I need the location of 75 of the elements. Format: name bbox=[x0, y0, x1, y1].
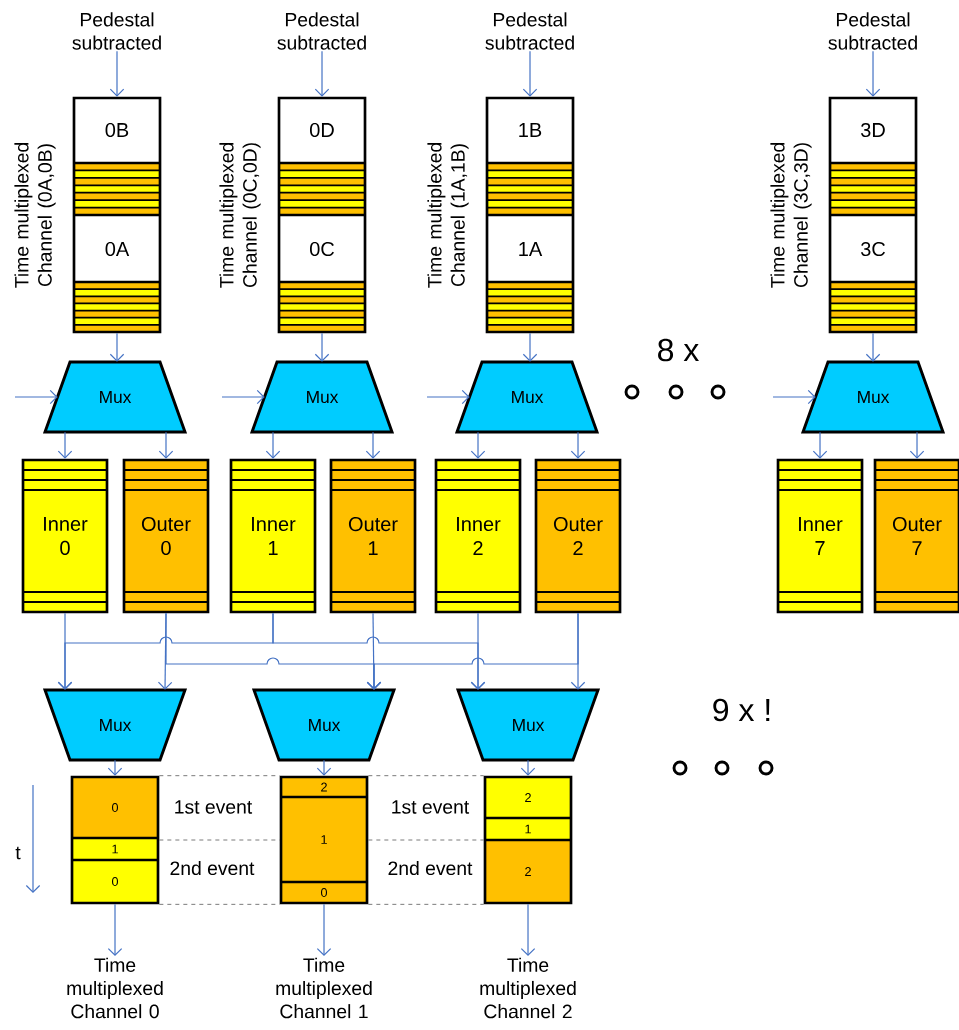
event-label: 2nd event bbox=[388, 860, 473, 876]
node-label: 3D bbox=[860, 122, 885, 138]
connector-line bbox=[158, 839, 281, 841]
arrow bbox=[570, 431, 586, 459]
arrow bbox=[109, 50, 125, 97]
buffer-box: 0B 0A bbox=[72, 96, 162, 334]
arrow bbox=[109, 332, 125, 362]
node-label: 0B bbox=[105, 122, 129, 138]
connector-line bbox=[367, 775, 485, 777]
channel-label: Time multiplexed Channel (3C,3D) bbox=[770, 143, 812, 288]
event-label: 2nd event bbox=[170, 860, 255, 876]
channel-label: Time multiplexed Channel (0A,0B) bbox=[14, 143, 56, 288]
arrow bbox=[316, 903, 332, 957]
buffer-box: 2 1 2 bbox=[483, 775, 573, 905]
arrow bbox=[865, 50, 881, 97]
channel-label: Time multiplexed Channel (0C,0D) bbox=[219, 143, 261, 288]
time-label: t bbox=[15, 846, 21, 860]
input-label: Pedestal subtracted bbox=[828, 12, 917, 50]
multiplier-label: 9 x ! bbox=[713, 698, 770, 722]
arrow bbox=[812, 431, 828, 459]
input-label: Pedestal subtracted bbox=[72, 12, 161, 50]
arrow bbox=[520, 903, 536, 957]
arrow bbox=[772, 389, 816, 405]
arrow bbox=[365, 431, 381, 459]
arrow bbox=[265, 431, 281, 459]
node-label: 1B bbox=[519, 123, 542, 137]
output-label: Time multiplexed Channel 2 bbox=[480, 957, 576, 1019]
node-label: 0C bbox=[310, 241, 335, 257]
connector-line bbox=[158, 903, 281, 905]
buffer-box: Outer 7 bbox=[873, 458, 959, 614]
output-label: Time multiplexed Channel 0 bbox=[67, 957, 163, 1019]
arrow bbox=[107, 759, 123, 776]
connector-line bbox=[367, 839, 485, 841]
arrow bbox=[426, 389, 470, 405]
arrow bbox=[570, 612, 586, 690]
output-label: Time multiplexed Channel 1 bbox=[276, 957, 372, 1019]
buffer-box: Outer 1 bbox=[329, 458, 417, 614]
arrow bbox=[909, 431, 925, 459]
arrow bbox=[522, 332, 538, 362]
channel-label: Time multiplexed Channel (1A,1B) bbox=[427, 143, 469, 288]
buffer-box: Outer 2 bbox=[534, 458, 622, 614]
buffer-box: Outer 0 bbox=[122, 458, 210, 614]
buffer-box: Inner 0 bbox=[21, 458, 109, 614]
node-label: 1A bbox=[519, 242, 543, 256]
input-label: Pedestal subtracted bbox=[277, 12, 366, 50]
connector-line bbox=[158, 775, 281, 777]
buffer-box: Inner 2 bbox=[434, 458, 522, 614]
buffer-box: 2 1 0 bbox=[279, 775, 369, 905]
node-label: 0D bbox=[310, 122, 334, 138]
input-label: Pedestal subtracted bbox=[485, 12, 574, 50]
arrow bbox=[314, 50, 330, 97]
arrow bbox=[14, 389, 58, 405]
arrow bbox=[470, 612, 486, 690]
buffer-box: 0D 0C bbox=[277, 96, 367, 334]
buffer-box: 0 1 0 bbox=[70, 775, 160, 905]
arrow bbox=[221, 389, 265, 405]
arrow bbox=[522, 50, 538, 97]
arrow bbox=[158, 431, 174, 459]
arrow bbox=[57, 431, 73, 459]
arrow bbox=[314, 332, 330, 362]
connector-line bbox=[367, 903, 485, 905]
arrow bbox=[107, 903, 123, 957]
buffer-box: 1B 1A bbox=[485, 96, 575, 334]
buffer-box: 3D 3C bbox=[828, 96, 918, 334]
node-label: 0A bbox=[105, 241, 130, 257]
event-label: 1st event bbox=[175, 800, 253, 814]
node-label: 3C bbox=[860, 241, 886, 257]
arrow bbox=[865, 332, 881, 362]
event-label: 1st event bbox=[392, 800, 470, 814]
arrow bbox=[520, 759, 536, 776]
buffer-box: Inner 1 bbox=[229, 458, 317, 614]
arrow bbox=[470, 431, 486, 459]
arrow bbox=[316, 759, 332, 776]
multiplier-label: 8 x bbox=[658, 338, 699, 362]
buffer-box: Inner 7 bbox=[776, 458, 864, 614]
